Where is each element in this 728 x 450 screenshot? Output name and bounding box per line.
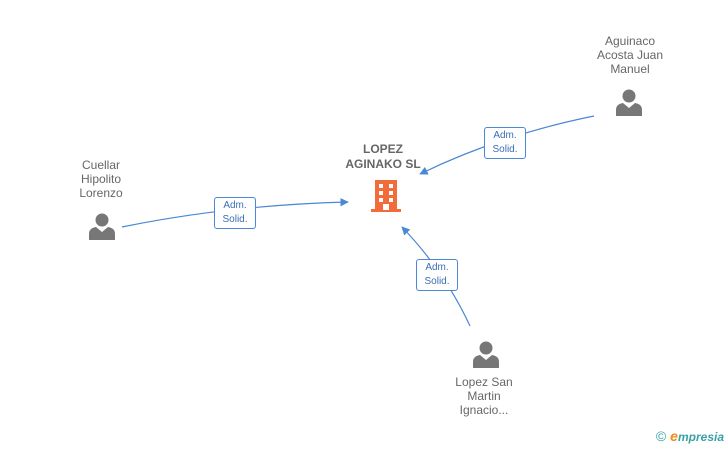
edge-role-line: Solid. — [424, 276, 450, 287]
empresia-logo: empresia — [670, 428, 724, 444]
edge-label-lopez-san[interactable]: Adm. Solid. — [416, 259, 458, 291]
person-name-line: Ignacio... — [459, 403, 509, 417]
edge-role-line: Adm. — [493, 130, 517, 141]
logo-initial: e — [670, 428, 678, 444]
edge-role-line: Adm. — [425, 262, 449, 273]
logo-text: mpresia — [677, 430, 724, 444]
company-name[interactable]: LOPEZ AGINAKO SL — [323, 142, 443, 172]
edge-role-line: Solid. — [492, 144, 518, 155]
person-name-line: Martin — [467, 389, 501, 403]
person-label-lopez-san[interactable]: Lopez San Martin Ignacio... — [429, 375, 539, 417]
person-label-aguinaco[interactable]: Aguinaco Acosta Juan Manuel — [575, 34, 685, 76]
edge-label-aguinaco[interactable]: Adm. Solid. — [484, 127, 526, 159]
person-name-line: Manuel — [610, 62, 650, 76]
copyright-symbol: © — [655, 428, 667, 444]
person-icon[interactable] — [87, 212, 117, 242]
person-name-line: Acosta Juan — [596, 48, 664, 62]
edge-role-line: Adm. — [223, 200, 247, 211]
person-name-line: Aguinaco — [604, 34, 656, 48]
company-name-line: LOPEZ — [362, 142, 403, 156]
edge-label-cuellar[interactable]: Adm. Solid. — [214, 197, 256, 229]
person-name-line: Hipolito — [80, 172, 122, 186]
person-name-line: Cuellar — [81, 158, 120, 172]
edge-role-line: Solid. — [222, 214, 248, 225]
person-name-line: Lopez San — [455, 375, 513, 389]
person-name-line: Lorenzo — [79, 186, 123, 200]
company-name-line: AGINAKO SL — [345, 157, 421, 171]
building-icon[interactable] — [369, 178, 403, 214]
brand-watermark: © empresia — [656, 428, 724, 444]
person-label-cuellar[interactable]: Cuellar Hipolito Lorenzo — [46, 158, 156, 200]
person-icon[interactable] — [471, 340, 501, 370]
person-icon[interactable] — [614, 88, 644, 118]
